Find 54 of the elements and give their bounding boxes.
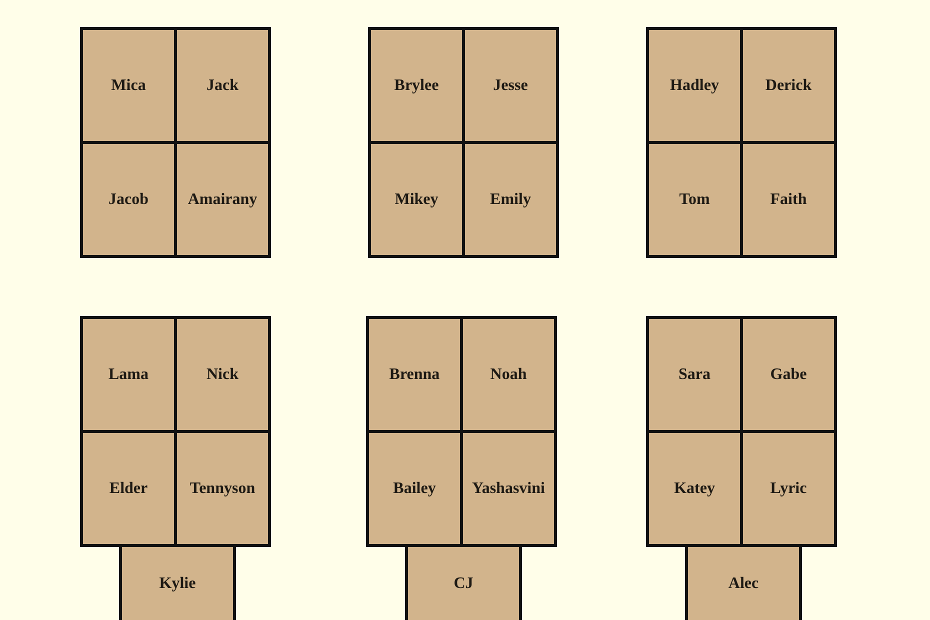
student-name: Tom [679, 190, 710, 208]
desk [174, 316, 271, 433]
desk [646, 430, 743, 547]
student-name: CJ [454, 574, 474, 592]
student-name: Lama [108, 366, 148, 384]
student-name: Amairany [188, 190, 258, 208]
student-name: Noah [490, 366, 527, 384]
desk [80, 141, 177, 258]
student-name: Emily [490, 190, 531, 208]
desk [462, 27, 559, 144]
desk [460, 316, 557, 433]
desk [366, 316, 463, 433]
desk [368, 27, 465, 144]
desk [462, 141, 559, 258]
student-name: Yashasvini [472, 480, 545, 498]
desk [646, 141, 743, 258]
desk [366, 430, 463, 547]
desk [80, 27, 177, 144]
student-name: Gabe [770, 366, 807, 384]
desk [174, 430, 271, 547]
desk [368, 141, 465, 258]
student-name: Alec [728, 574, 759, 592]
student-name: Brenna [389, 366, 440, 384]
desk [740, 27, 837, 144]
student-name: Nick [206, 366, 238, 384]
desk [80, 430, 177, 547]
student-name: Mica [111, 76, 146, 94]
desk [740, 141, 837, 258]
student-name: Derick [765, 76, 812, 94]
student-name: Brylee [394, 76, 439, 94]
student-name: Faith [770, 190, 807, 208]
student-name: Kylie [159, 574, 196, 592]
student-name: Jesse [493, 76, 528, 94]
student-name: Katey [674, 480, 715, 498]
desk [405, 544, 522, 620]
student-name: Hadley [670, 76, 719, 94]
student-name: Lyric [770, 480, 807, 498]
desk [646, 316, 743, 433]
student-name: Jacob [108, 190, 148, 208]
desk [685, 544, 802, 620]
student-name: Bailey [393, 480, 436, 498]
desk [740, 316, 837, 433]
desk [460, 430, 557, 547]
desk [174, 27, 271, 144]
student-name: Tennyson [190, 480, 256, 498]
desk [646, 27, 743, 144]
desk [119, 544, 236, 620]
student-name: Elder [109, 480, 148, 498]
desk [740, 430, 837, 547]
student-name: Mikey [394, 190, 438, 208]
desk [80, 316, 177, 433]
student-name: Sara [678, 366, 710, 384]
desk [174, 141, 271, 258]
student-name: Jack [206, 76, 238, 94]
